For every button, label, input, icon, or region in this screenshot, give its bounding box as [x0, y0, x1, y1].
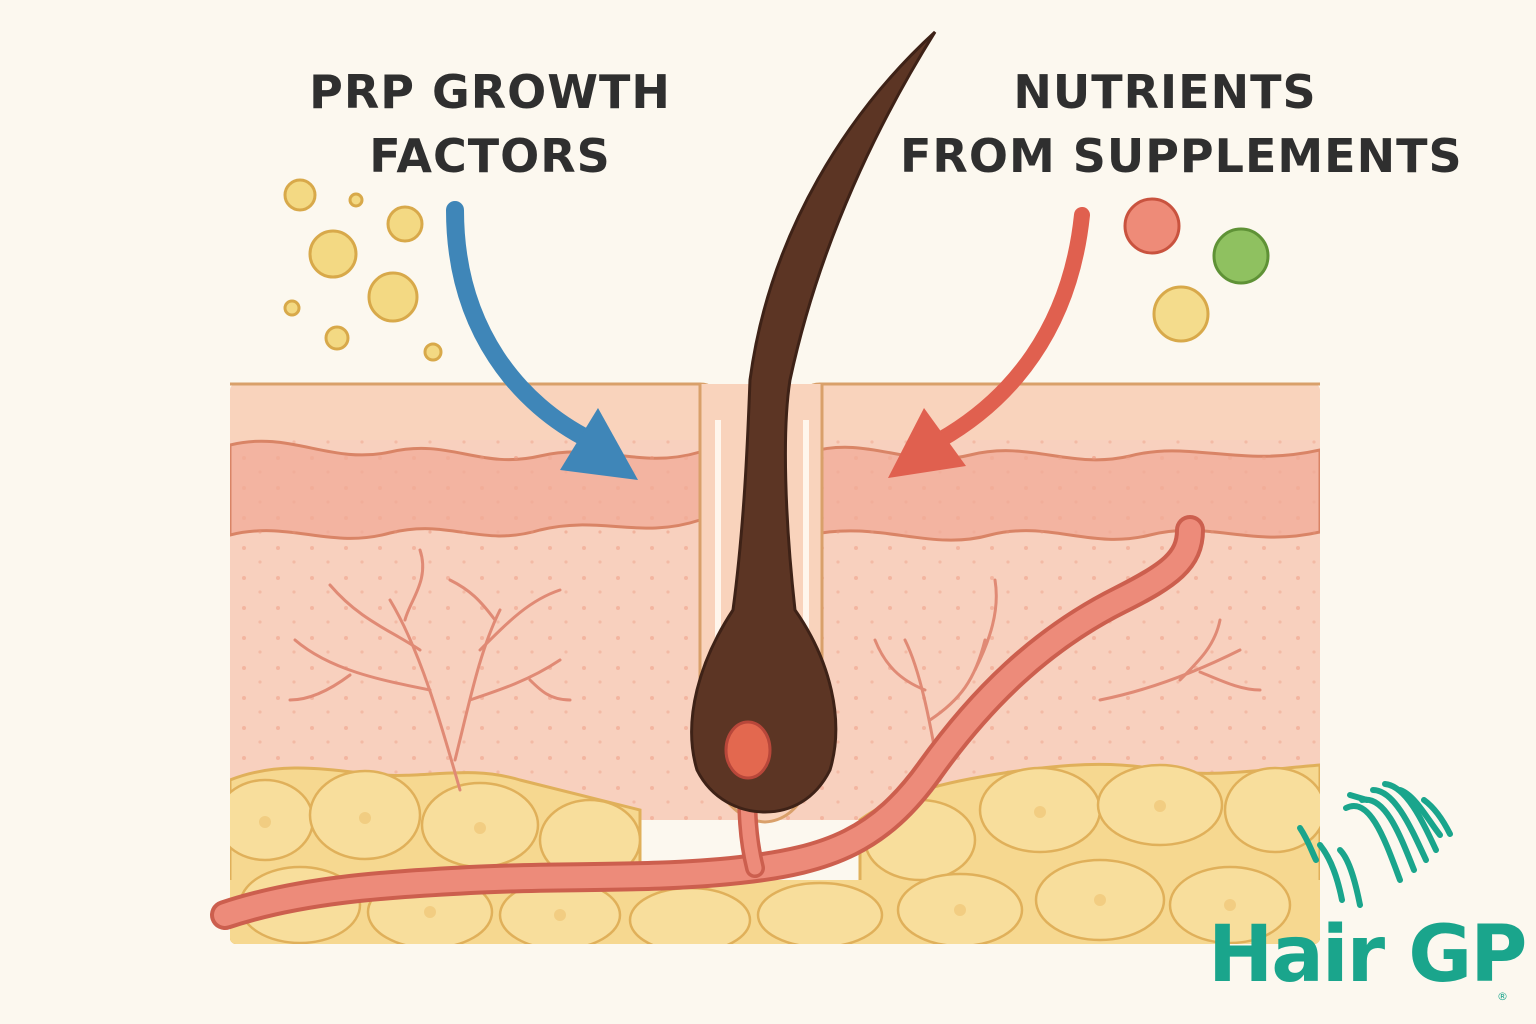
prp-label-line1: PRP GROWTH — [309, 65, 671, 119]
brand-registered-mark: ® — [1497, 990, 1508, 1003]
nutrient-arrow-head — [888, 408, 966, 478]
nutrient-green-particle — [1212, 227, 1270, 285]
hairgp-logo-icon — [1297, 781, 1453, 908]
nutrients-label-line2: FROM SUPPLEMENTS — [900, 129, 1463, 183]
nutrients-from-supplements-label: NUTRIENTS FROM SUPPLEMENTS — [900, 60, 1463, 188]
prp-growth-factors-label: PRP GROWTH FACTORS — [290, 60, 690, 188]
prp-label-line2: FACTORS — [369, 129, 611, 183]
nutrient-red-particle — [1123, 197, 1181, 255]
prp-particles — [283, 178, 443, 362]
dermal-papilla — [724, 720, 772, 780]
prp-arrow — [446, 201, 599, 449]
hair-shaft — [690, 30, 937, 814]
nutrient-arrow — [932, 207, 1090, 448]
brand-wordmark: Hair GP — [1208, 910, 1527, 1000]
prp-arrow-head — [560, 408, 638, 480]
nutrients-label-line1: NUTRIENTS — [1013, 65, 1317, 119]
nutrient-yellow-particle — [1152, 285, 1210, 343]
